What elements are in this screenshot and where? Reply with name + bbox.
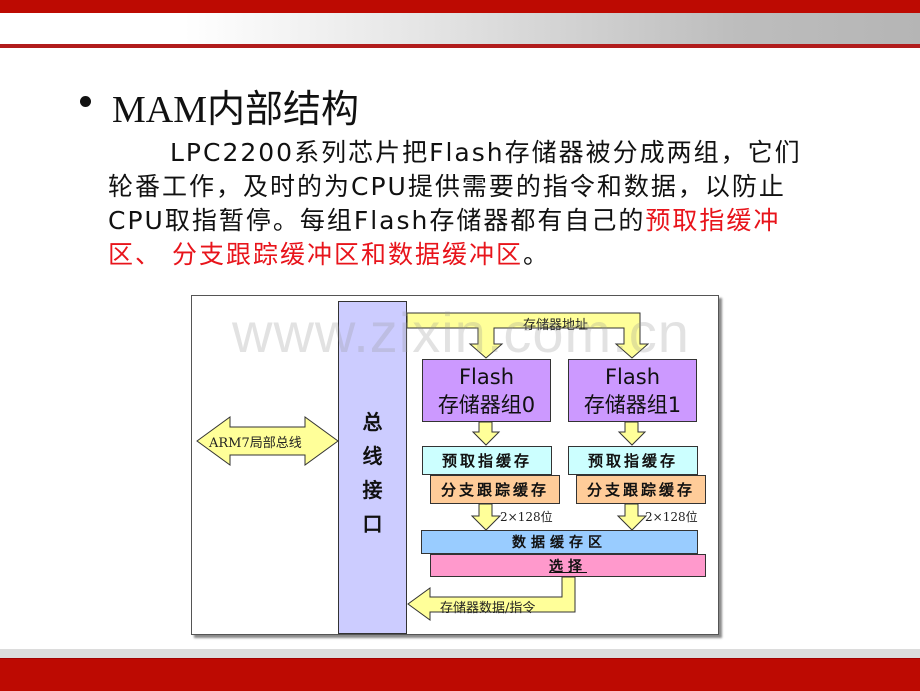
bus-interface-char: 接 [362, 477, 383, 502]
bus-interface-char: 线 [362, 443, 383, 468]
flash-group-1: Flash 存储器组1 [568, 359, 697, 422]
paragraph-text: LPC2200系列芯片把Flash存储器被分成两组，它们轮番工作，及时的为CPU… [108, 138, 802, 235]
slide-title-text: MAM内部结构 [112, 89, 360, 131]
data-out-label: 存储器数据/指令 [440, 601, 536, 616]
prefetch-buffer-1: 预取指缓存 [568, 446, 698, 475]
flash-group-0-line2: 存储器组0 [437, 392, 536, 417]
flash-group-0: Flash 存储器组0 [422, 359, 551, 422]
select-block: 选择 [430, 554, 706, 577]
footer-grey-band [0, 649, 920, 658]
flash-group-0-line1: Flash [458, 364, 515, 389]
address-label: 存储器地址 [523, 318, 589, 333]
bit-width-label-1: 2×128位 [645, 510, 698, 524]
branch-trail-buffer-0: 分支跟踪缓存 [430, 475, 560, 504]
branch-trail-buffer-1: 分支跟踪缓存 [576, 475, 706, 504]
slide-paragraph: LPC2200系列芯片把Flash存储器被分成两组，它们轮番工作，及时的为CPU… [108, 136, 808, 272]
bit-width-label-0: 2×128位 [500, 510, 553, 524]
flash-group-1-line1: Flash [604, 364, 661, 389]
footer-red-band [0, 658, 920, 691]
slide-title: MAM内部结构 [78, 78, 359, 133]
data-buffer-block: 数据缓存区 [421, 530, 698, 554]
prefetch-buffer-0: 预取指缓存 [422, 446, 552, 475]
bullet-icon [80, 96, 91, 107]
arm-bus-label: ARM7局部总线 [209, 436, 302, 451]
header-gradient-band [0, 13, 920, 44]
header-red-band [0, 0, 920, 13]
paragraph-end: 。 [522, 240, 550, 269]
paragraph-highlight: 预取指缓冲区、 分支跟踪缓冲区和数据缓冲区 [108, 206, 781, 269]
bus-interface-block: 总 线 接 口 [338, 301, 407, 634]
header-divider [0, 44, 920, 48]
bus-interface-char: 总 [362, 409, 383, 434]
bus-interface-char: 口 [362, 511, 383, 536]
flash-group-1-line2: 存储器组1 [583, 392, 682, 417]
